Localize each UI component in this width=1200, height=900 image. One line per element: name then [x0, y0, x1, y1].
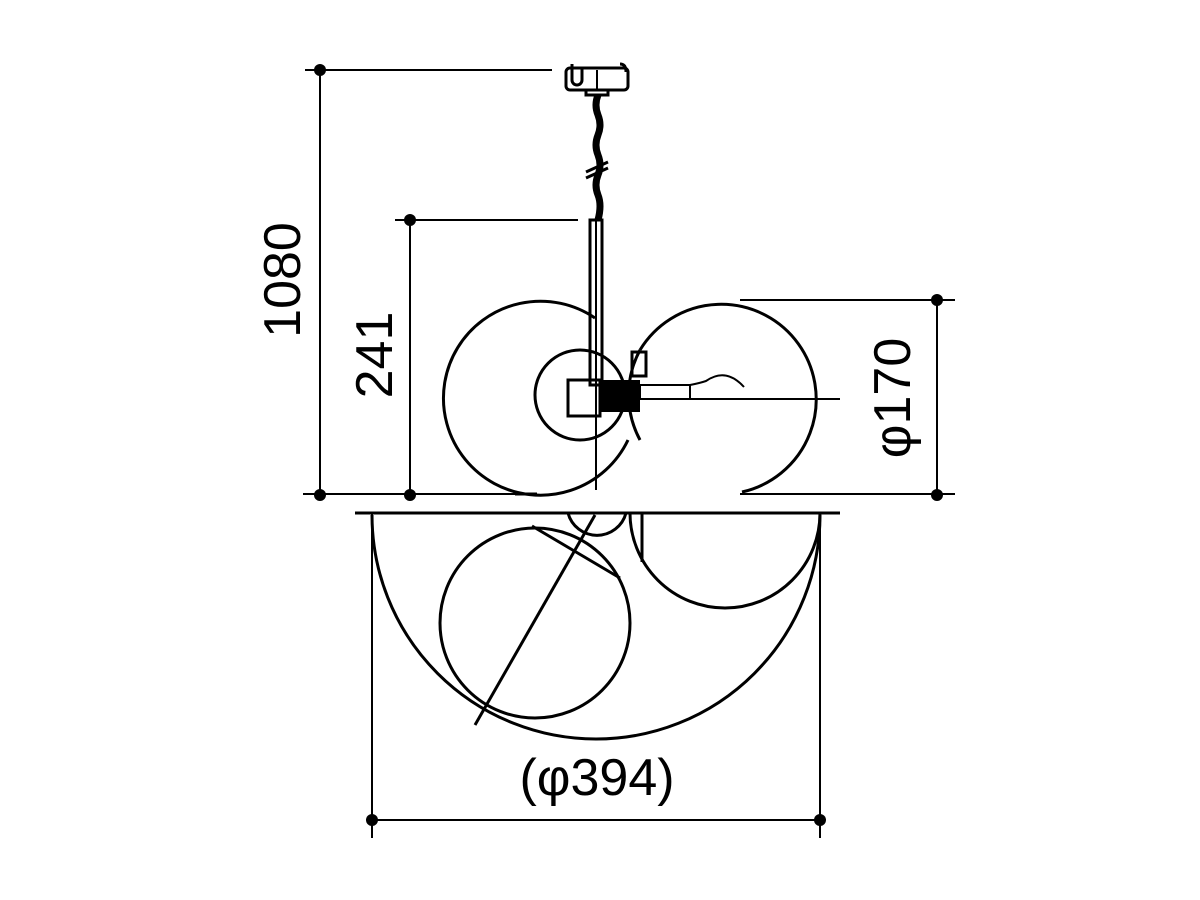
- outer-arc: [370, 514, 822, 741]
- dimension-label-170: φ170: [864, 338, 922, 458]
- dimension-globe-diameter: φ170: [740, 294, 955, 501]
- diameter-leader: [473, 514, 597, 726]
- ceiling-canopy: [564, 62, 630, 97]
- dimension-label-394: (φ394): [519, 749, 674, 807]
- dimension-label-1080: 1080: [254, 222, 312, 338]
- plan-view: (φ394): [355, 511, 840, 838]
- side-elevation: [441, 62, 840, 497]
- chain: [592, 93, 604, 221]
- right-globe: [638, 302, 818, 494]
- plan-half-globe: [628, 512, 822, 610]
- dimension-body-height: 241: [346, 214, 578, 501]
- left-globe: [441, 299, 630, 497]
- hub: [600, 380, 640, 412]
- plan-hub: [566, 512, 628, 537]
- dimension-label-241: 241: [346, 312, 404, 399]
- dimension-overall-height: 1080: [254, 64, 552, 501]
- break-mark: [585, 160, 609, 174]
- arm: [639, 384, 691, 400]
